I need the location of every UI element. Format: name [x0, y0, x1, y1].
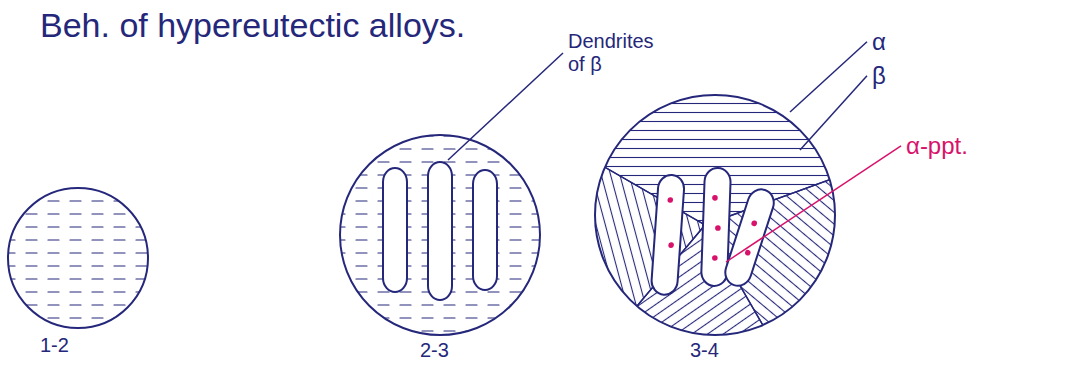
phase-label: α — [872, 28, 886, 56]
solid-circle — [595, 95, 835, 335]
stage-number: 2-3 — [420, 339, 449, 362]
precipitate-label: α-ppt. — [906, 132, 968, 160]
stage-number: 3-4 — [690, 339, 719, 362]
phase-label: β — [872, 62, 886, 90]
leader-line — [800, 76, 867, 150]
beta-dendrite — [473, 170, 497, 290]
beta-dendrite — [651, 174, 685, 296]
eutectic-colonies — [445, 0, 965, 367]
title: Beh. of hypereutectic alloys. — [40, 6, 465, 45]
alpha-precipitate — [751, 220, 758, 227]
alpha-precipitate — [744, 249, 751, 256]
leader-line — [790, 42, 867, 112]
liquid-circle — [8, 188, 148, 328]
stage-number: 1-2 — [40, 334, 69, 357]
beta-dendrite — [428, 162, 452, 300]
alpha-precipitate — [712, 195, 718, 201]
leader-line — [448, 53, 563, 160]
beta-dendrite — [722, 186, 778, 289]
beta-dendrite — [383, 168, 407, 292]
alpha-precipitate — [668, 242, 674, 248]
alpha-precipitate — [667, 197, 673, 203]
liquid-circle — [340, 135, 540, 335]
alpha-precipitate — [712, 255, 718, 261]
alpha-precipitate — [715, 225, 721, 231]
dendrite-label: Dendrites of β — [568, 30, 664, 76]
leader-line — [726, 146, 901, 262]
